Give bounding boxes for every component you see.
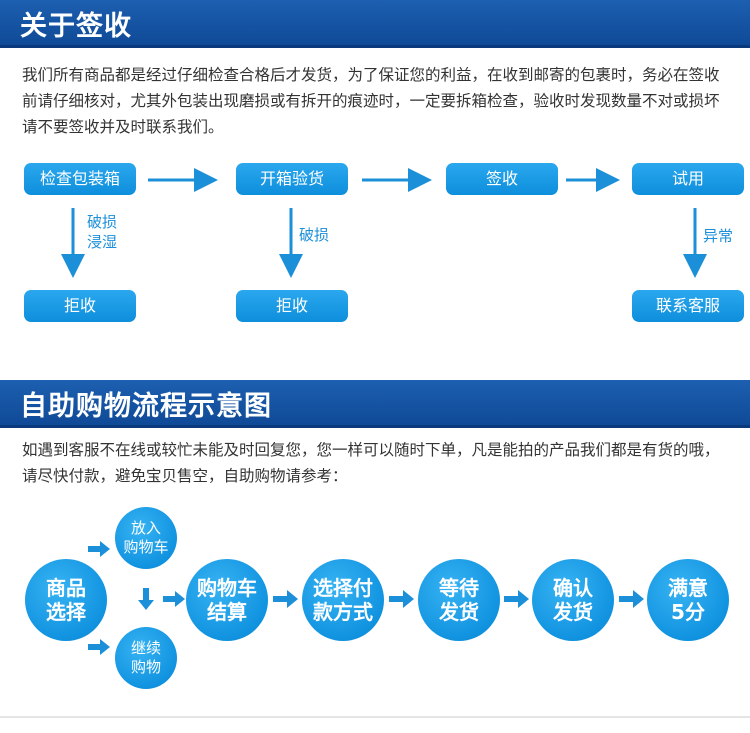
arrow-right-icon: [88, 541, 110, 557]
condition-label-2: 破损: [299, 226, 330, 244]
outcome-reject-1: 拒收: [24, 290, 136, 322]
arrow-right-icon: [273, 590, 298, 608]
circle-wait-shipping: 等待 发货: [418, 559, 500, 641]
circle-continue-shopping: 继续 购物: [115, 627, 177, 689]
arrow-down-icon: [138, 588, 154, 610]
receipt-paragraph: 我们所有商品都是经过仔细检查合格后才发货，为了保证您的利益，在收到邮寄的包裹时，…: [22, 66, 720, 136]
circle-select-goods: 商品 选择: [25, 559, 107, 641]
arrow-right-icon: [619, 590, 644, 608]
circle-text-line: 结算: [207, 600, 247, 624]
circle-confirm-shipping: 确认 发货: [532, 559, 614, 641]
circle-text-line: 购物车: [197, 576, 257, 600]
circle-cart-checkout: 购物车 结算: [186, 559, 268, 641]
condition-label-1: 破损 浸湿: [87, 213, 118, 251]
arrow-right-icon: [163, 591, 185, 607]
circle-text-line: 等待: [439, 576, 479, 600]
outcome-reject-2: 拒收: [236, 290, 348, 322]
section-title: 关于签收: [20, 11, 132, 42]
arrow-right-icon: [88, 639, 110, 655]
circle-text-line: 款方式: [313, 600, 373, 624]
arrow-right-icon: [504, 590, 529, 608]
divider: [0, 716, 750, 718]
step-sign: 签收: [446, 163, 558, 195]
circle-text-line: 选择: [46, 600, 86, 624]
outcome-contact-service: 联系客服: [632, 290, 744, 322]
circle-satisfied-5: 满意 5分: [647, 559, 729, 641]
circle-text-line: 商品: [46, 576, 86, 600]
circle-text-line: 购物车: [123, 538, 169, 556]
section-title: 自助购物流程示意图: [20, 391, 272, 422]
section-banner-selfshop: 自助购物流程示意图: [0, 380, 750, 428]
circle-choose-payment: 选择付 款方式: [302, 559, 384, 641]
condition-label-3: 异常: [703, 227, 734, 245]
circle-text-line: 确认: [553, 576, 593, 600]
circle-text-line: 发货: [439, 600, 479, 624]
circle-text-line: 放入: [130, 519, 161, 537]
circle-text-line: 满意: [668, 576, 708, 600]
circle-text-line: 继续: [130, 639, 161, 657]
circle-add-to-cart: 放入 购物车: [115, 507, 177, 569]
circle-text-line: 发货: [553, 600, 593, 624]
selfshop-paragraph: 如遇到客服不在线或较忙未能及时回复您，您一样可以随时下单，凡是能拍的产品我们都是…: [22, 441, 720, 485]
step-check-box: 检查包装箱: [24, 163, 136, 195]
circle-text-line: 选择付: [313, 576, 373, 600]
step-open-inspect: 开箱验货: [236, 163, 348, 195]
circle-text-line: 5分: [671, 600, 705, 624]
arrow-right-icon: [389, 590, 414, 608]
circle-text-line: 购物: [130, 658, 161, 676]
step-try: 试用: [632, 163, 744, 195]
section-banner-receipt: 关于签收: [0, 0, 750, 48]
